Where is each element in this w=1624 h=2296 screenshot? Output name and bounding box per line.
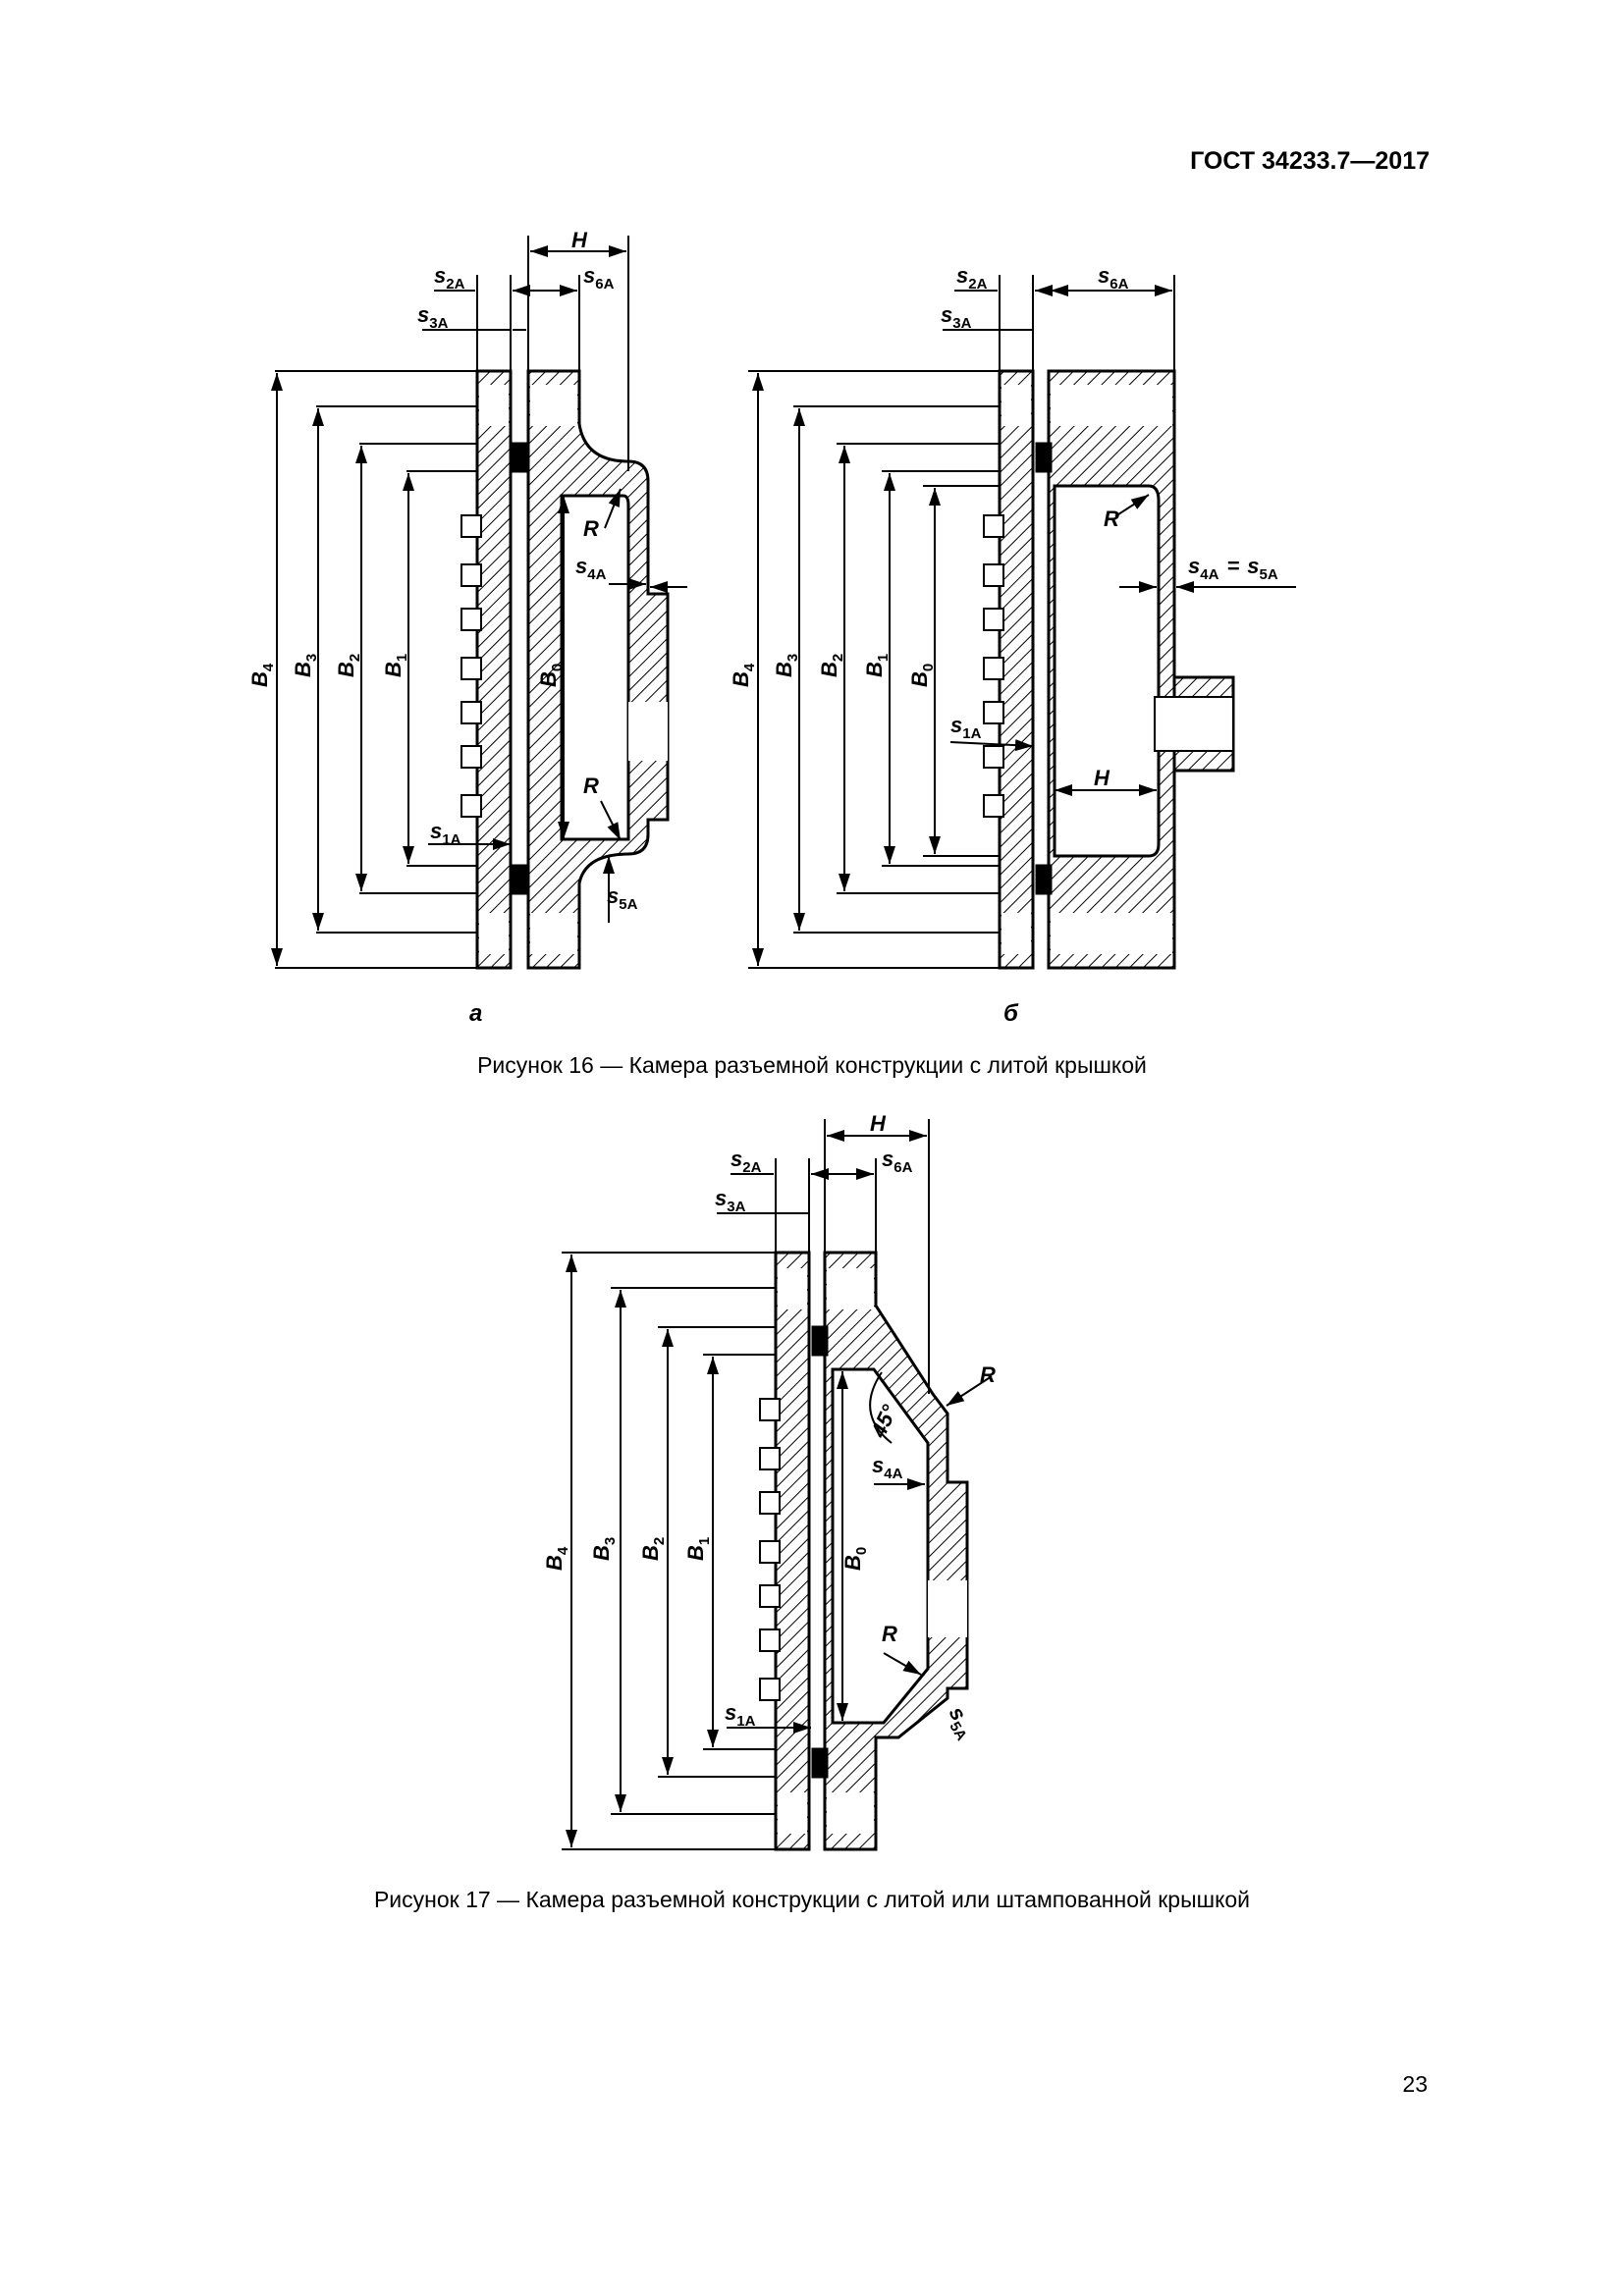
tube-plate	[475, 369, 513, 970]
svg-text:B1: B1	[862, 654, 892, 677]
svg-text:B3: B3	[589, 1537, 619, 1561]
svg-text:s3A: s3A	[417, 302, 449, 332]
figure-16a-labels: B4 B3 B2 B1 B0 H s2A s6A s3A R s4A R s1A…	[247, 228, 638, 1027]
svg-text:s4A=s5A: s4A=s5A	[1188, 554, 1278, 583]
tube-stubs	[460, 514, 482, 818]
svg-text:s4A: s4A	[575, 554, 607, 583]
svg-text:B1: B1	[381, 654, 410, 677]
svg-text:H: H	[571, 228, 588, 252]
svg-text:B1: B1	[683, 1537, 713, 1561]
svg-text:s4A: s4A	[872, 1453, 903, 1482]
svg-text:R: R	[1104, 507, 1119, 531]
svg-text:s6A: s6A	[583, 263, 615, 293]
subfigure-a-label: а	[469, 1000, 482, 1027]
svg-text:s5A: s5A	[940, 1702, 981, 1743]
svg-text:s1A: s1A	[430, 819, 461, 848]
svg-text:B3: B3	[291, 654, 320, 677]
svg-text:s6A: s6A	[1098, 263, 1129, 293]
figure-16a	[271, 236, 687, 970]
svg-text:B4: B4	[729, 663, 758, 687]
svg-text:B2: B2	[334, 654, 363, 677]
svg-text:s2A: s2A	[434, 263, 465, 293]
figure-16-caption: Рисунок 16 — Камера разъемной конструкци…	[477, 1052, 1147, 1078]
svg-text:R: R	[583, 774, 599, 798]
gasket-top	[511, 442, 528, 473]
svg-text:H: H	[1094, 766, 1110, 790]
figure-17	[562, 1119, 993, 1851]
svg-text:B4: B4	[542, 1546, 571, 1571]
svg-text:B3: B3	[772, 654, 801, 677]
svg-text:B0: B0	[840, 1547, 870, 1571]
figure-16b-labels: B4 B3 B2 B1 B0 s2A s6A s3A R s4A=s5A H s…	[729, 263, 1278, 1027]
svg-text:s3A: s3A	[941, 302, 972, 332]
svg-text:R: R	[980, 1362, 996, 1387]
svg-text:B4: B4	[247, 663, 277, 687]
svg-text:s5A: s5A	[607, 883, 638, 913]
svg-text:s2A: s2A	[956, 263, 988, 293]
subfigure-b-label: б	[1003, 1000, 1019, 1027]
svg-text:B2: B2	[817, 654, 846, 677]
document-code: ГОСТ 34233.7—2017	[1190, 147, 1430, 175]
svg-text:s1A: s1A	[725, 1700, 756, 1730]
svg-text:s3A: s3A	[715, 1186, 746, 1215]
svg-text:B0: B0	[536, 664, 566, 687]
svg-text:B0: B0	[907, 664, 937, 687]
figure-16b	[748, 275, 1296, 970]
gasket-bottom	[511, 864, 528, 895]
svg-text:s6A: s6A	[882, 1147, 913, 1176]
svg-text:B2: B2	[638, 1537, 668, 1561]
tube-plate	[998, 369, 1035, 970]
page-number: 23	[1402, 2071, 1428, 2097]
svg-text:H: H	[870, 1111, 887, 1136]
svg-text:R: R	[583, 516, 599, 541]
svg-text:R: R	[882, 1622, 897, 1646]
figure-17-caption: Рисунок 17 — Камера разъемной конструкци…	[373, 1887, 1251, 1912]
svg-text:s1A: s1A	[950, 713, 982, 742]
svg-text:s2A: s2A	[731, 1147, 762, 1176]
